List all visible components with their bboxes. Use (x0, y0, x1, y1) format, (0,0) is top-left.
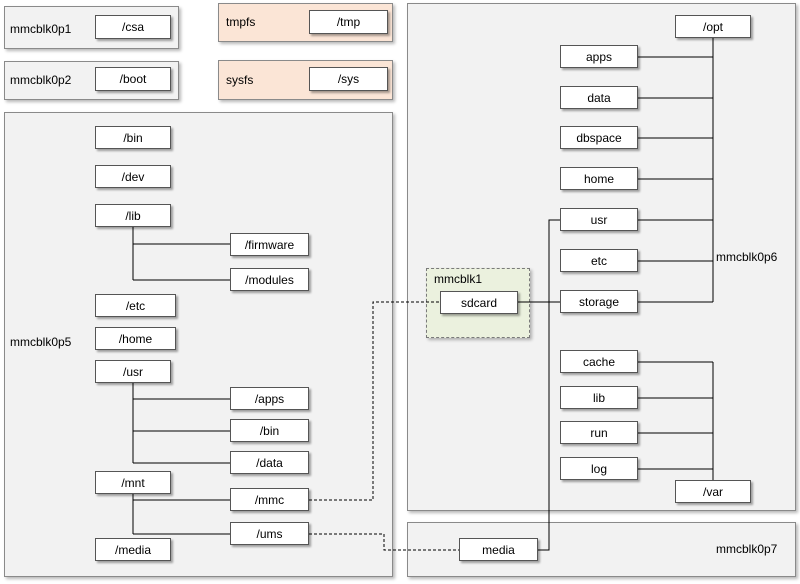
dir-media[interactable]: /media (95, 538, 171, 561)
dir-mmc[interactable]: /mmc (230, 488, 309, 511)
label-mmcblk0p7: mmcblk0p7 (716, 542, 778, 556)
dir-sys[interactable]: /sys (309, 67, 388, 91)
dir-csa[interactable]: /csa (95, 15, 171, 39)
label-mmcblk0p2: mmcblk0p2 (10, 73, 72, 87)
label-mmcblk0p5: mmcblk0p5 (10, 335, 72, 349)
dir-opt-apps[interactable]: apps (560, 45, 638, 68)
dir-ums[interactable]: /ums (230, 522, 309, 545)
dir-usr-apps[interactable]: /apps (230, 387, 309, 410)
label-sysfs: sysfs (226, 73, 254, 87)
dir-var-log[interactable]: log (560, 457, 638, 480)
dir-usr-data[interactable]: /data (230, 451, 309, 474)
dir-modules[interactable]: /modules (230, 268, 309, 291)
dir-boot[interactable]: /boot (95, 67, 171, 91)
dir-mnt[interactable]: /mnt (95, 471, 171, 494)
dir-var[interactable]: /var (675, 480, 751, 503)
dir-opt-etc[interactable]: etc (560, 249, 638, 272)
dir-opt-data[interactable]: data (560, 86, 638, 109)
dir-opt-home[interactable]: home (560, 167, 638, 190)
dir-var-run[interactable]: run (560, 421, 638, 444)
dir-firmware[interactable]: /firmware (230, 233, 309, 256)
dir-usr[interactable]: /usr (95, 360, 171, 383)
dir-p7-media[interactable]: media (459, 538, 538, 561)
dir-usr-bin[interactable]: /bin (230, 419, 309, 442)
dir-home[interactable]: /home (95, 327, 176, 350)
dir-dev[interactable]: /dev (95, 165, 171, 188)
dir-tmp[interactable]: /tmp (309, 10, 388, 34)
dir-lib[interactable]: /lib (95, 204, 171, 227)
label-tmpfs: tmpfs (226, 15, 256, 29)
dir-var-lib[interactable]: lib (560, 386, 638, 409)
label-mmcblk0p6: mmcblk0p6 (716, 250, 778, 264)
dir-sdcard[interactable]: sdcard (440, 291, 518, 314)
dir-opt-usr[interactable]: usr (560, 208, 638, 231)
dir-var-cache[interactable]: cache (560, 350, 638, 373)
dir-etc[interactable]: /etc (95, 294, 176, 317)
dir-bin[interactable]: /bin (95, 126, 171, 149)
label-mmcblk1: mmcblk1 (434, 272, 483, 286)
dir-opt-dbspace[interactable]: dbspace (560, 126, 638, 149)
label-mmcblk0p1: mmcblk0p1 (10, 22, 72, 36)
dir-opt-storage[interactable]: storage (560, 290, 638, 313)
dir-opt[interactable]: /opt (675, 15, 751, 38)
